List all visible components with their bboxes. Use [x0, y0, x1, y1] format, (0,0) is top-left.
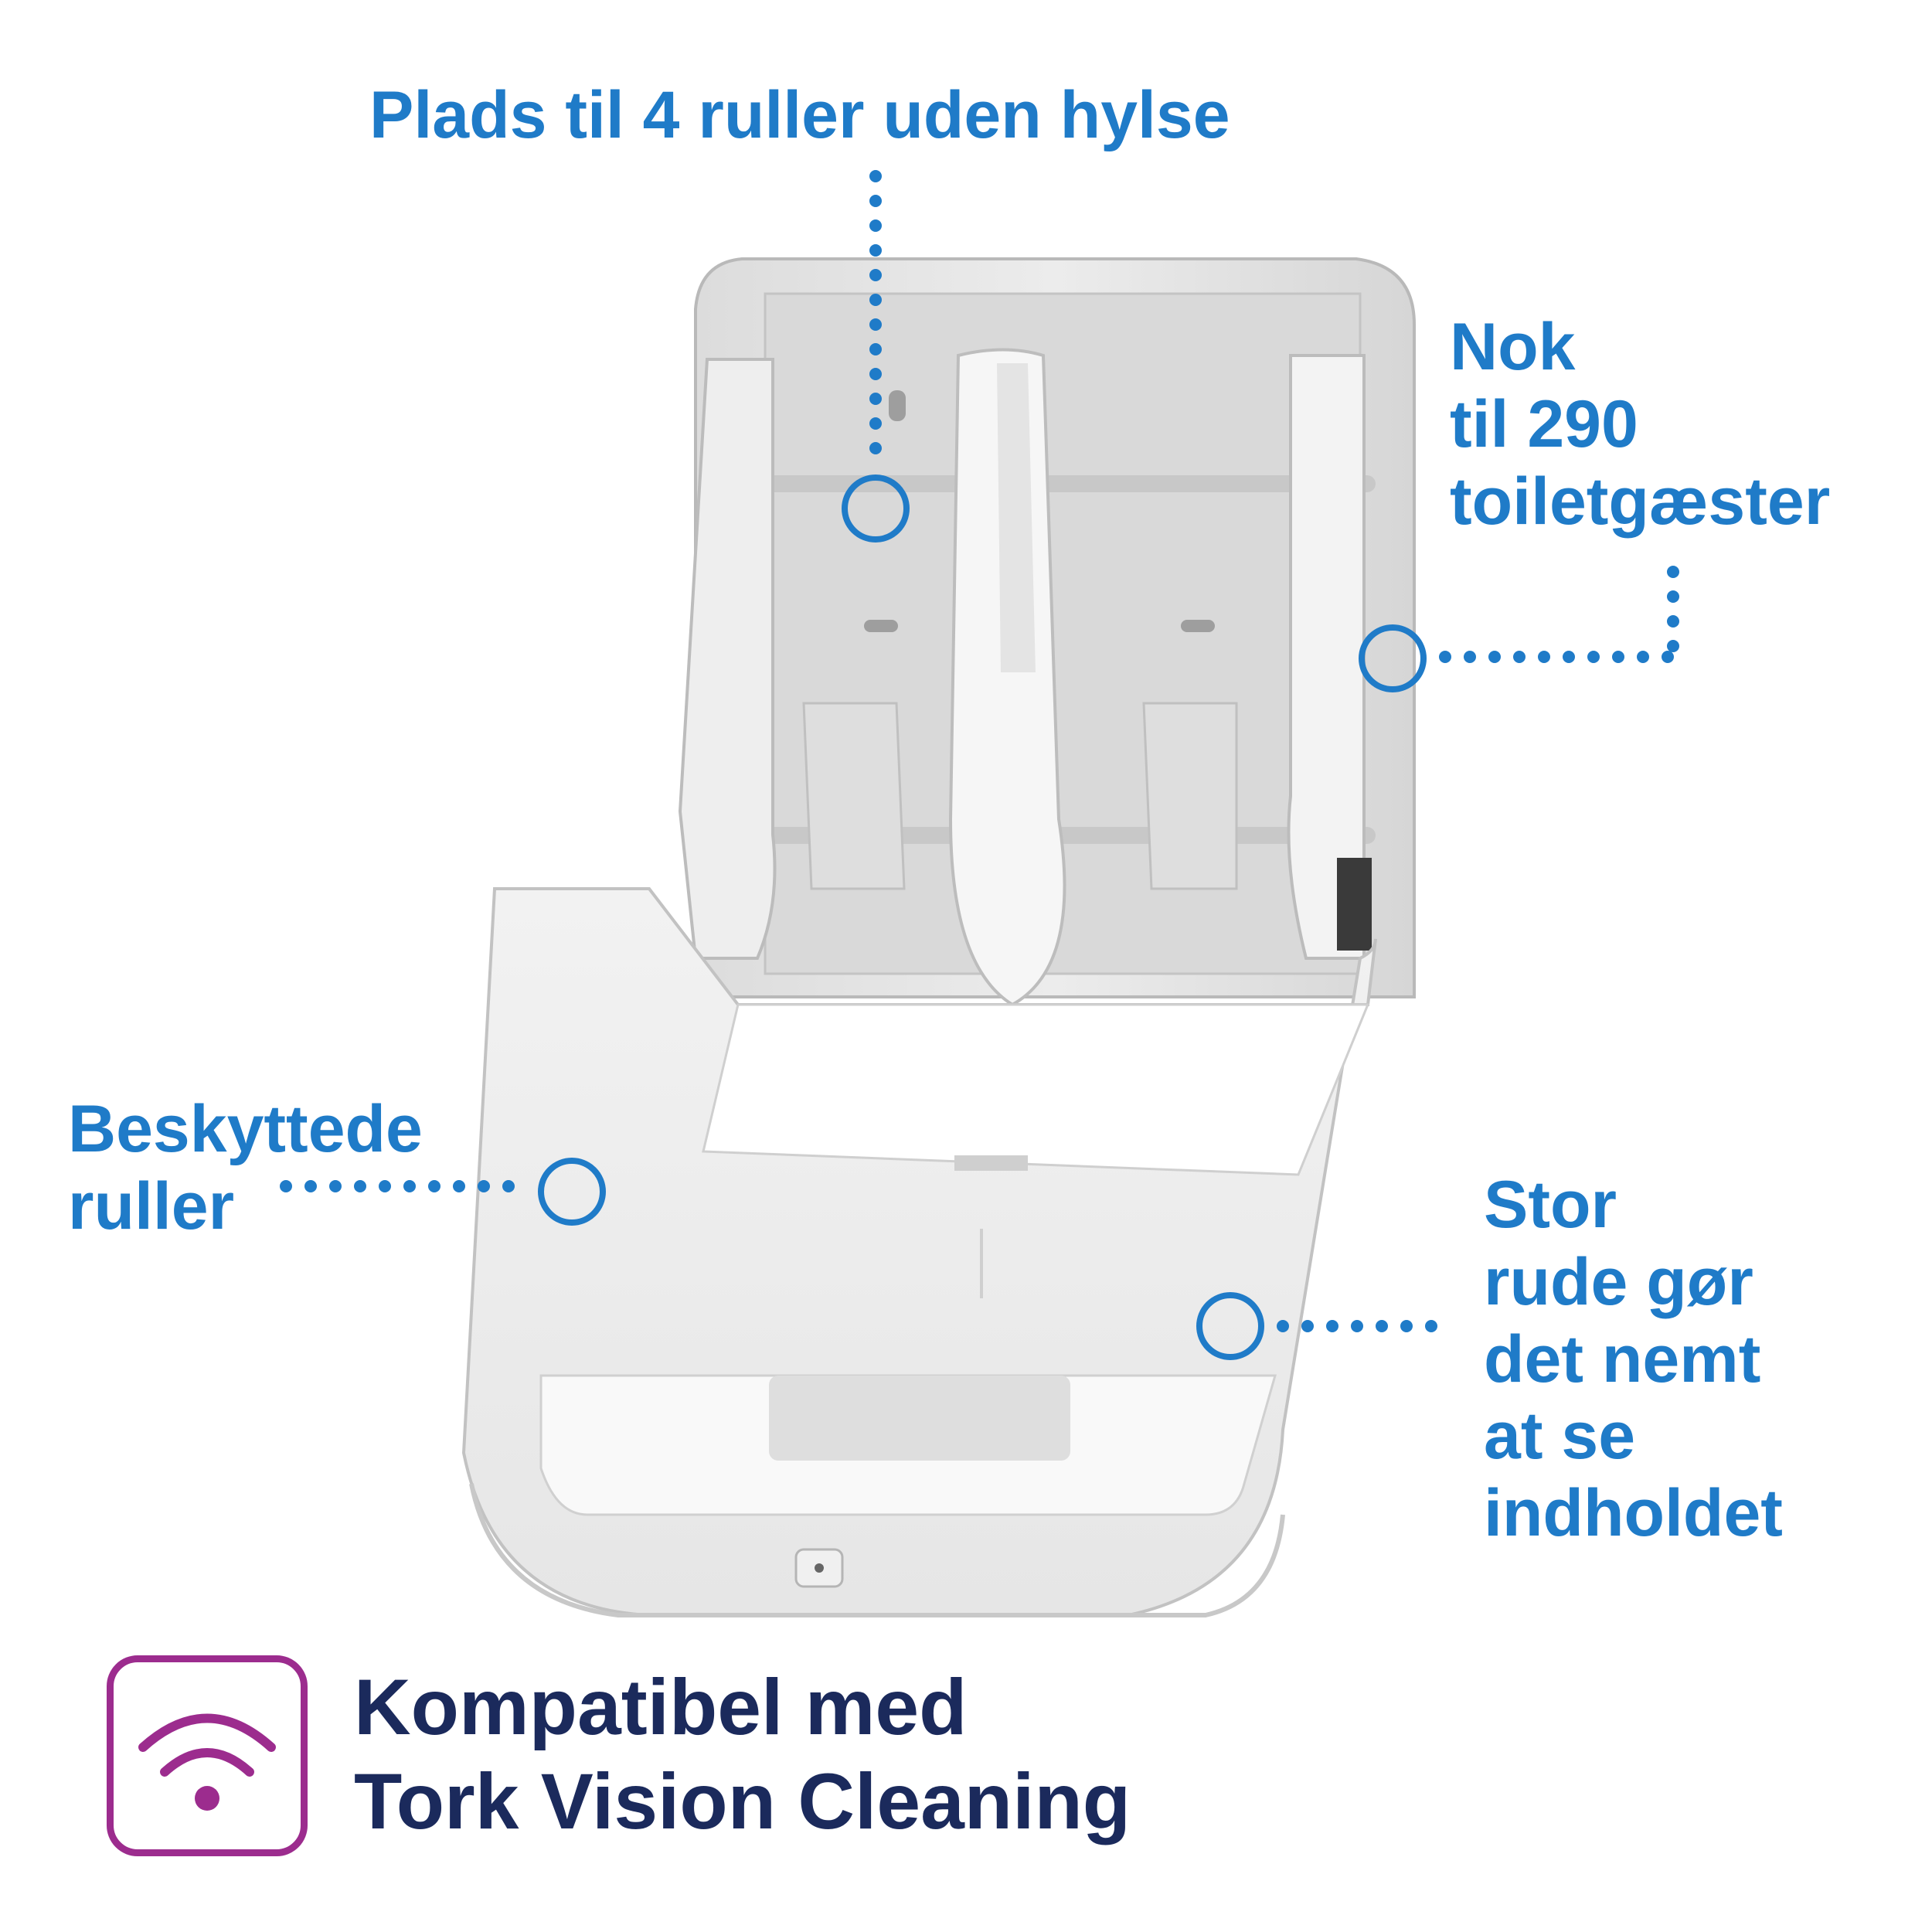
dispenser-lid [461, 887, 1377, 1617]
callout-roll-capacity: Plads til 4 ruller uden hylse [369, 78, 1230, 152]
callout-line: rude gør [1484, 1244, 1753, 1319]
compatibility-line: Kompatibel med [354, 1663, 968, 1751]
callout-protected-rolls: Beskyttede ruller [68, 1091, 423, 1246]
callout-line: indholdet [1484, 1476, 1783, 1550]
callout-line: Nok [1450, 310, 1576, 384]
compatibility-line: Tork Vision Cleaning [354, 1757, 1131, 1846]
callout-guest-capacity: Nok til 290 toiletgæster [1450, 309, 1830, 540]
vision-cleaning-badge [107, 1655, 308, 1856]
callout-large-window: Stor rude gør det nemt at se indholdet [1484, 1167, 1783, 1553]
wifi-signal-icon [138, 1713, 276, 1811]
callout-line: toiletgæster [1450, 464, 1831, 539]
callout-line: til 290 [1450, 386, 1638, 461]
dispenser-back-housing [678, 257, 1416, 1007]
callout-line: det nemt [1484, 1321, 1761, 1396]
compatibility-text: Kompatibel med Tork Vision Cleaning [354, 1660, 1131, 1849]
callout-line: Beskyttede [68, 1092, 423, 1166]
callout-line: ruller [68, 1168, 235, 1243]
callout-markers [280, 170, 1687, 1360]
callout-line: Stor [1484, 1168, 1617, 1242]
callout-line: at se [1484, 1399, 1636, 1474]
